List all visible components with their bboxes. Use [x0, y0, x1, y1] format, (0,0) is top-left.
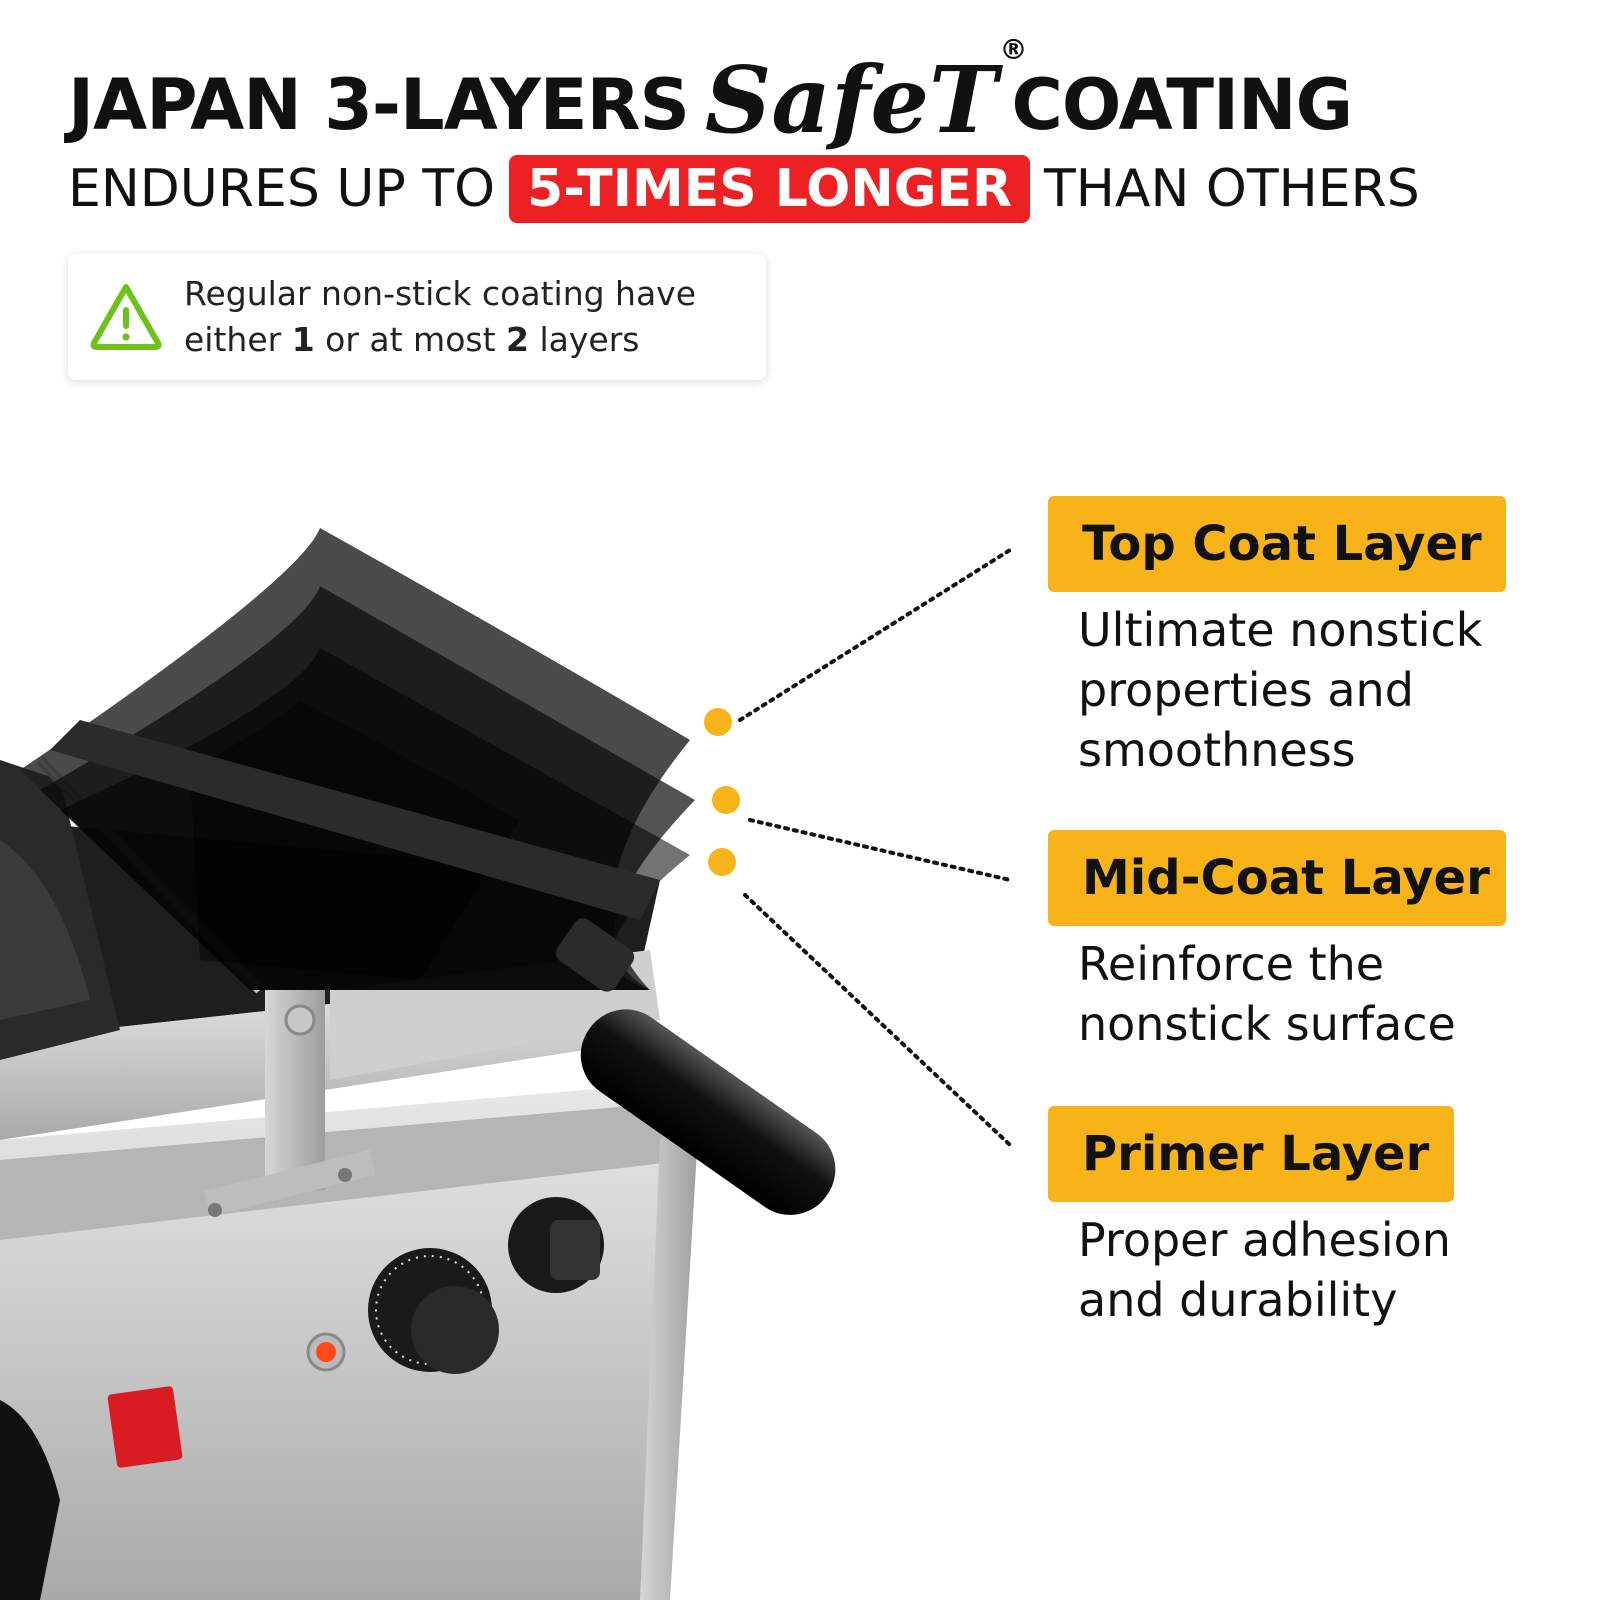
subline-highlight: 5-TIMES LONGER — [509, 155, 1031, 223]
warning-icon — [90, 284, 162, 350]
registered-mark: ® — [999, 33, 1028, 66]
mid-coat-connector — [748, 818, 1012, 882]
primer-marker — [708, 848, 736, 876]
top-coat-description: Ultimate nonstick properties and smoothn… — [1078, 600, 1482, 780]
note-line2-a: either — [184, 320, 292, 359]
left-mold — [0, 760, 120, 1060]
headline-part1: JAPAN 3-LAYERS — [68, 64, 690, 146]
mid-coat-label: Mid-Coat Layer — [1048, 830, 1506, 926]
left-handle — [0, 1400, 60, 1600]
note-line2-c: or at most — [314, 320, 507, 359]
headline-part2: COATING — [1011, 64, 1354, 146]
primer-desc-line: and durability — [1078, 1273, 1398, 1327]
top-coat-title: Top Coat Layer — [1082, 516, 1482, 572]
layer-markers — [704, 708, 740, 876]
primer-desc-line: Proper adhesion — [1078, 1213, 1451, 1267]
primer-title: Primer Layer — [1082, 1126, 1430, 1182]
note-line2-e: layers — [528, 320, 640, 359]
top-coat-label: Top Coat Layer — [1048, 496, 1506, 592]
brand-logo: SafeT ® — [705, 36, 1028, 147]
top-coat-desc-line: properties and — [1078, 663, 1414, 717]
note-line1: Regular non-stick coating have — [184, 274, 697, 313]
note-line2: either 1 or at most 2 layers — [184, 317, 696, 363]
subline-prefix: ENDURES UP TO — [68, 159, 496, 219]
note-text: Regular non-stick coating have either 1 … — [184, 271, 696, 363]
note-count-1: 1 — [291, 320, 315, 359]
top-coat-desc-line: Ultimate nonstick — [1078, 603, 1483, 657]
indicator-light — [316, 1342, 336, 1362]
mid-coat-desc-line: Reinforce the — [1078, 937, 1385, 991]
top-coat-marker — [704, 708, 732, 736]
mid-coat-desc-line: nonstick surface — [1078, 997, 1456, 1051]
mid-coat-title: Mid-Coat Layer — [1082, 850, 1490, 906]
note-count-2: 2 — [506, 320, 529, 359]
mid-coat-description: Reinforce the nonstick surface — [1078, 934, 1456, 1054]
primer-connector — [743, 893, 1012, 1147]
waffle-maker-illustration — [0, 528, 836, 1600]
power-switch — [107, 1386, 183, 1468]
note-card: Regular non-stick coating have either 1 … — [68, 254, 766, 380]
subline: ENDURES UP TO 5-TIMES LONGER THAN OTHERS — [68, 148, 1420, 230]
primer-description: Proper adhesion and durability — [1078, 1210, 1451, 1330]
upper-plate-frame — [50, 720, 660, 920]
top-coat-desc-line: smoothness — [1078, 723, 1356, 777]
brand-name: SafeT — [704, 46, 998, 154]
control-panel — [107, 1197, 604, 1468]
top-coat-connector — [738, 548, 1012, 722]
connector-lines — [738, 548, 1012, 1147]
subline-suffix: THAN OTHERS — [1044, 159, 1420, 219]
primer-label: Primer Layer — [1048, 1106, 1454, 1202]
handle — [555, 918, 836, 1215]
mid-coat-marker — [712, 786, 740, 814]
headline: JAPAN 3-LAYERS SafeT ® COATING — [68, 36, 1354, 147]
